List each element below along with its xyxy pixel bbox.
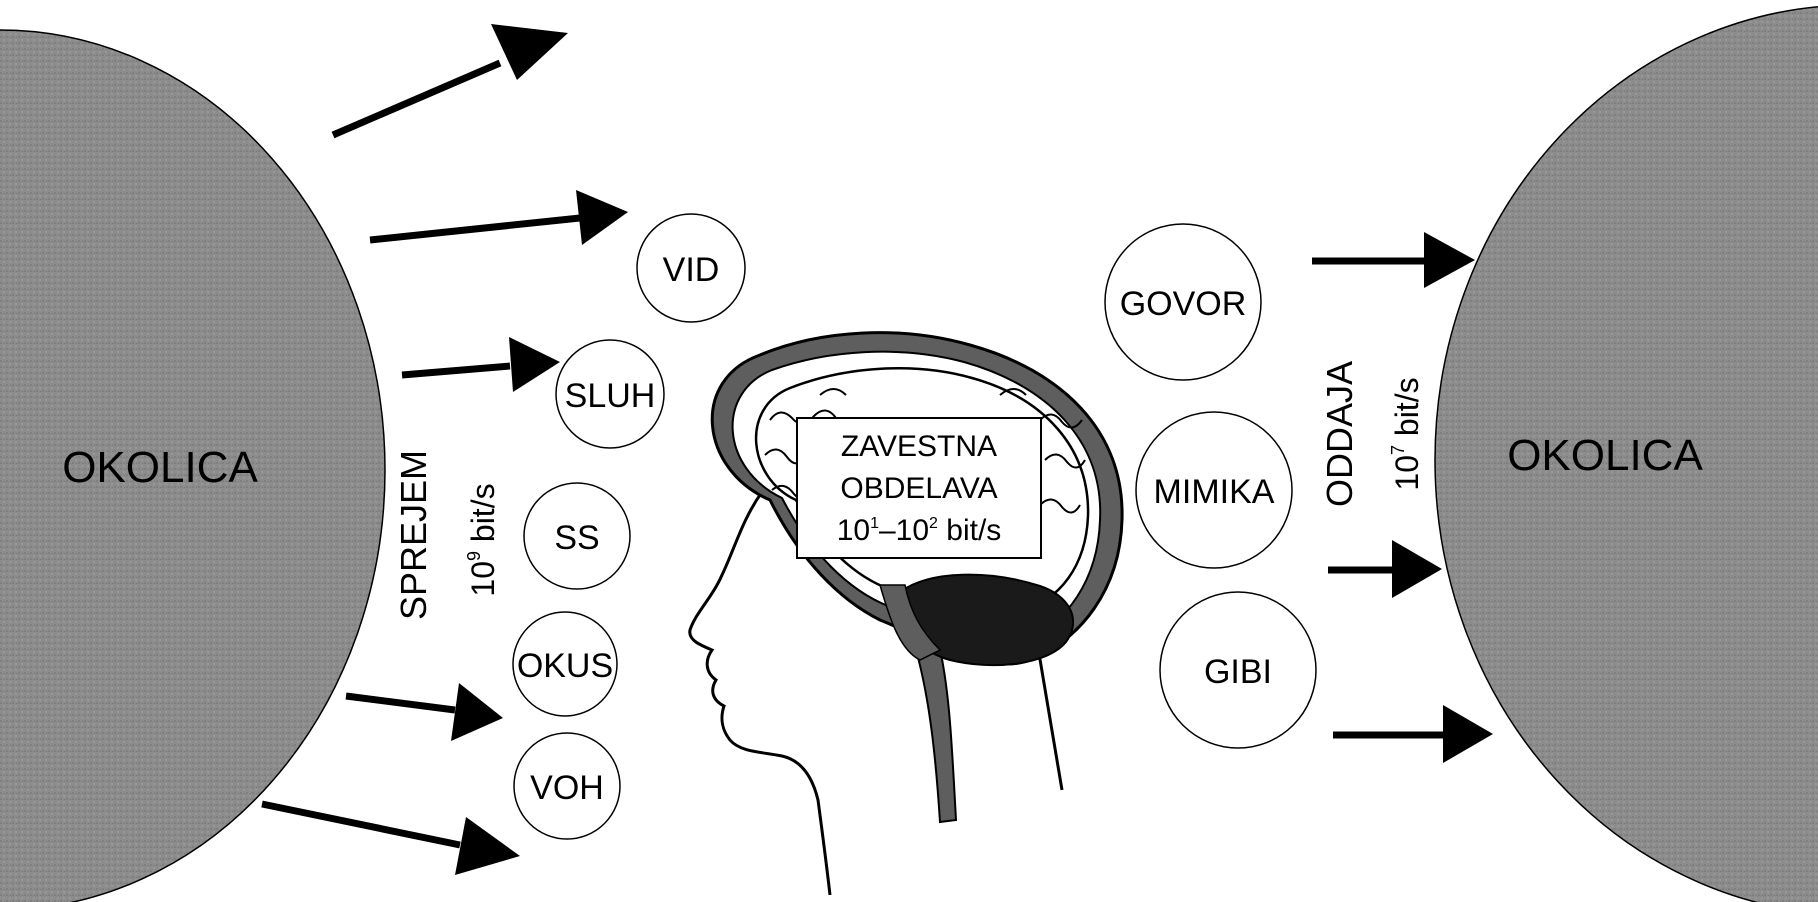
arrow-right-icon [261,800,520,875]
output-node-label: GOVOR [1120,285,1247,323]
arrow-right-icon [1312,232,1475,288]
output-rate-unit: bit/s [1389,377,1425,445]
left-environment: OKOLICA [0,29,386,902]
output-rate-exponent: 7 [1388,445,1408,455]
intake-rate-unit: bit/s [465,483,501,551]
sense-nodes: VID SLUH SS OKUS VOH [512,213,746,840]
processing-box-frame [796,417,1042,559]
intake-rate: 109 bit/s [464,483,501,596]
input-arrows [261,24,628,875]
output-node-gibi: GIBI [1159,591,1317,749]
processing-rate-b-base: 10 [896,514,929,547]
left-environment-label: OKOLICA [62,443,258,492]
output-node-label: MIMIKA [1154,473,1275,511]
sense-node-ss: SS [523,482,631,590]
processing-rate-a-exponent: 1 [870,515,879,532]
output-arrows [1312,232,1493,763]
output-node-label: GIBI [1204,653,1272,691]
right-environment-shape [1434,6,1818,902]
face-profile [688,491,832,896]
sense-node-sluh: SLUH [555,339,665,449]
intake-label-group: SPREJEM 109 bit/s [393,450,501,620]
arrow-right-icon [1333,705,1493,763]
arrow-right-icon [345,683,503,741]
sense-label: OKUS [517,647,613,685]
output-label-group: ODDAJA 107 bit/s [1319,361,1425,507]
right-environment: OKOLICA [1434,6,1818,902]
intake-rate-base: 10 [465,561,501,597]
arrow-right-icon [369,190,628,245]
output-nodes: GOVOR MIMIKA GIBI [1104,223,1317,749]
processing-line2: OBDELAVA [840,472,997,505]
processing-rate-a-base: 10 [837,514,870,547]
output-rate-base: 10 [1389,455,1425,491]
output-node-govor: GOVOR [1104,223,1262,381]
sense-label: SLUH [565,377,656,415]
processing-rate-b-exponent: 2 [929,515,938,532]
output-rate: 107 bit/s [1388,377,1425,490]
intake-label: SPREJEM [393,450,434,620]
brainstem [879,584,942,661]
sense-node-vid: VID [636,213,746,323]
arrow-right-icon [1328,540,1442,598]
left-environment-shape [0,29,386,902]
arrow-right-icon [331,24,568,139]
sense-node-voh: VOH [513,732,621,840]
output-label: ODDAJA [1319,361,1360,507]
spinal-cord [914,638,958,824]
processing-rate-dash: – [879,514,896,547]
processing-box: ZAVESTNA OBDELAVA 101–102 bit/s [796,417,1042,559]
arrow-right-icon [401,337,560,392]
right-environment-label: OKOLICA [1507,431,1703,480]
sense-label: SS [554,519,599,557]
sense-label: VOH [530,769,604,807]
processing-line1: ZAVESTNA [841,430,997,463]
output-node-mimika: MIMIKA [1135,411,1293,569]
processing-rate-unit: bit/s [938,514,1001,547]
sense-node-okus: OKUS [512,611,618,717]
intake-rate-exponent: 9 [464,551,484,561]
sense-label: VID [663,251,720,289]
processing-rate: 101–102 bit/s [837,514,1002,547]
